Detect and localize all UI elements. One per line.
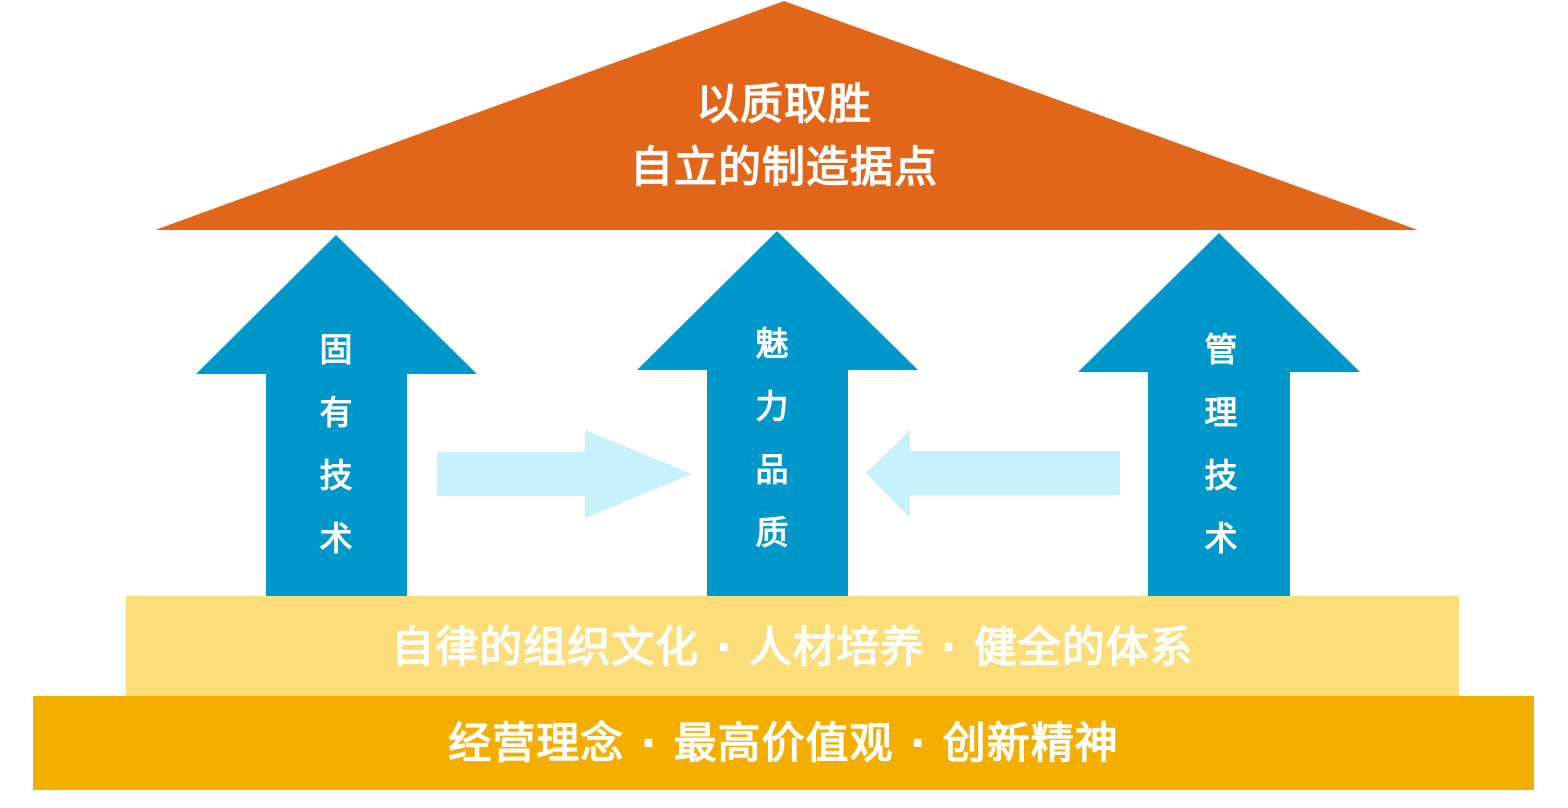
foundation-upper-bar [126,596,1459,696]
pillar-char: 力 [755,387,789,426]
pillar-char: 技 [319,456,353,495]
pillar-char: 管 [1204,330,1238,369]
foundation-lower-text: 经营理念 · 最高价值观 · 创新精神 [448,719,1119,769]
flow-arrow-right-pointing [437,430,692,518]
roof-title: 以质取胜 [696,80,872,130]
pillar-char: 术 [1204,519,1238,558]
pillar-char: 技 [1204,456,1238,495]
roof-subtitle: 自立的制造据点 [630,143,938,193]
foundation-upper-text: 自律的组织文化 · 人材培养 · 健全的体系 [391,623,1194,673]
pillar-label-right: 管 理 技 术 [1191,318,1251,570]
pillar-char: 理 [1204,393,1238,432]
foundation-lower-bar [33,696,1534,790]
pillar-arrow-right [1078,233,1360,596]
pillar-char: 质 [755,513,789,552]
pillar-char: 固 [319,330,353,369]
pillar-char: 术 [319,519,353,558]
pillar-char: 魅 [755,324,789,363]
flow-arrow-left-pointing [866,430,1120,518]
pillar-char: 有 [319,393,353,432]
pillar-label-center: 魅 力 品 质 [742,312,802,564]
pillar-arrow-center [637,231,918,596]
pillar-char: 品 [755,450,789,489]
roof-triangle [155,1,1418,230]
pillar-label-left: 固 有 技 术 [306,318,366,570]
pillar-arrow-left [196,235,477,596]
